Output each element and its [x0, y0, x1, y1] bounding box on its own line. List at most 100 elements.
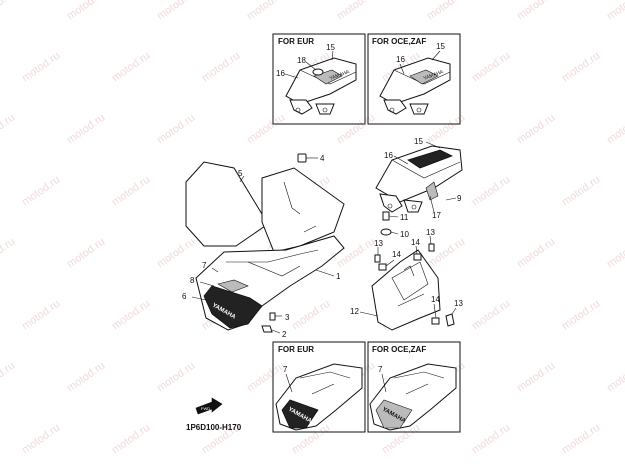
bolt-13-a	[374, 254, 381, 263]
fender-oce-zaf: YAMAHA	[369, 363, 457, 431]
watermark-text: motod.ru	[425, 0, 467, 22]
washer-10	[380, 228, 399, 236]
callout-14: 14	[392, 250, 401, 259]
watermark-text: motod.ru	[0, 360, 17, 395]
watermark-text: motod.ru	[560, 50, 602, 85]
callout-14: 14	[411, 238, 420, 247]
callout-12: 12	[350, 307, 359, 316]
watermark-text: motod.ru	[470, 174, 512, 209]
watermark-text: motod.ru	[605, 112, 625, 147]
inset-top-right: FOR OCE,ZAF YAMAHA 15 16	[367, 33, 461, 125]
watermark-text: motod.ru	[470, 50, 512, 85]
watermark-text: motod.ru	[65, 360, 107, 395]
callout-7: 7	[202, 261, 207, 270]
callout-7: 7	[283, 365, 288, 374]
callout-15: 15	[414, 137, 423, 146]
watermark-text: motod.ru	[425, 112, 467, 147]
watermark-text: motod.ru	[110, 174, 152, 209]
callout-6: 6	[182, 292, 187, 301]
watermark-text: motod.ru	[605, 360, 625, 395]
callout-13: 13	[426, 228, 435, 237]
callout-17: 17	[432, 211, 441, 220]
callout-9: 9	[457, 194, 462, 203]
watermark-text: motod.ru	[515, 0, 557, 22]
inset-bottom-left: FOR EUR YAMAHA 7	[272, 341, 366, 433]
watermark-text: motod.ru	[560, 174, 602, 209]
watermark-text: motod.ru	[290, 298, 332, 333]
inset-frame	[272, 341, 366, 433]
collar-11	[382, 211, 399, 221]
inset-frame	[367, 341, 461, 433]
watermark-text: motod.ru	[425, 236, 467, 271]
bolt-2	[261, 325, 281, 334]
callout-1: 1	[336, 272, 341, 281]
nut-14-c	[431, 317, 440, 325]
callout-4: 4	[320, 154, 325, 163]
inset-frame	[272, 33, 366, 125]
nut-14-a	[378, 263, 387, 271]
diagram-reference-code: 1P6D100-H170	[186, 423, 242, 432]
watermark-text: motod.ru	[245, 112, 287, 147]
fender-eur: YAMAHA	[275, 363, 363, 431]
callout-16: 16	[276, 69, 285, 78]
callout-8: 8	[190, 276, 195, 285]
callout-13: 13	[374, 239, 383, 248]
inset-header: FOR EUR	[278, 345, 314, 354]
inset-header: FOR OCE,ZAF	[372, 345, 426, 354]
fender-assembly-1: YAMAHA	[195, 167, 345, 331]
callout-3: 3	[285, 313, 290, 322]
watermark-text: motod.ru	[110, 422, 152, 457]
watermark-text: motod.ru	[200, 50, 242, 85]
inset-top-left: FOR EUR YAMAHA 15 16 18	[272, 33, 366, 125]
watermark-text: motod.ru	[245, 0, 287, 22]
watermark-text: motod.ru	[560, 298, 602, 333]
callout-11: 11	[400, 213, 409, 222]
watermark-text: motod.ru	[20, 298, 62, 333]
nut-14-b	[413, 253, 422, 261]
fwd-label: FWD	[201, 406, 210, 411]
watermark-text: motod.ru	[515, 360, 557, 395]
callout-2: 2	[282, 330, 287, 339]
callout-15: 15	[326, 43, 335, 52]
bolt-3	[269, 312, 282, 321]
watermark-text: motod.ru	[20, 50, 62, 85]
inset-header: FOR OCE,ZAF	[372, 37, 426, 46]
watermark-text: motod.ru	[515, 236, 557, 271]
watermark-text: motod.ru	[0, 236, 17, 271]
bolt-13-c	[445, 313, 455, 327]
watermark-text: motod.ru	[515, 112, 557, 147]
callout-10: 10	[400, 230, 409, 239]
callout-7: 7	[378, 365, 383, 374]
watermark-text: motod.ru	[110, 50, 152, 85]
callout-15: 15	[436, 42, 445, 51]
watermark-text: motod.ru	[335, 0, 377, 22]
callout-16: 16	[396, 55, 405, 64]
watermark-text: motod.ru	[470, 298, 512, 333]
inset-frame	[367, 33, 461, 125]
callout-13: 13	[454, 299, 463, 308]
watermark-text: motod.ru	[245, 360, 287, 395]
watermark-text: motod.ru	[560, 422, 602, 457]
seat-assembly-9	[375, 145, 463, 213]
watermark-text: motod.ru	[110, 298, 152, 333]
watermark-text: motod.ru	[155, 112, 197, 147]
seat-oce-zaf: YAMAHA	[379, 57, 451, 115]
watermark-text: motod.ru	[65, 112, 107, 147]
watermark-text: motod.ru	[155, 0, 197, 22]
watermark-text: motod.ru	[20, 422, 62, 457]
watermark-text: motod.ru	[65, 236, 107, 271]
inset-header: FOR EUR	[278, 37, 314, 46]
callout-5: 5	[238, 169, 243, 178]
number-plate-5: 5	[185, 161, 269, 247]
watermark-text: motod.ru	[0, 0, 17, 22]
fwd-arrow-icon: FWD	[195, 397, 223, 415]
callout-18: 18	[297, 56, 306, 65]
bracket-12	[371, 249, 441, 331]
watermark-text: motod.ru	[155, 360, 197, 395]
inset-bottom-right: FOR OCE,ZAF YAMAHA 7	[367, 341, 461, 433]
watermark-text: motod.ru	[605, 0, 625, 22]
watermark-text: motod.ru	[335, 236, 377, 271]
bolt-13-b	[428, 243, 435, 252]
watermark-text: motod.ru	[20, 174, 62, 209]
